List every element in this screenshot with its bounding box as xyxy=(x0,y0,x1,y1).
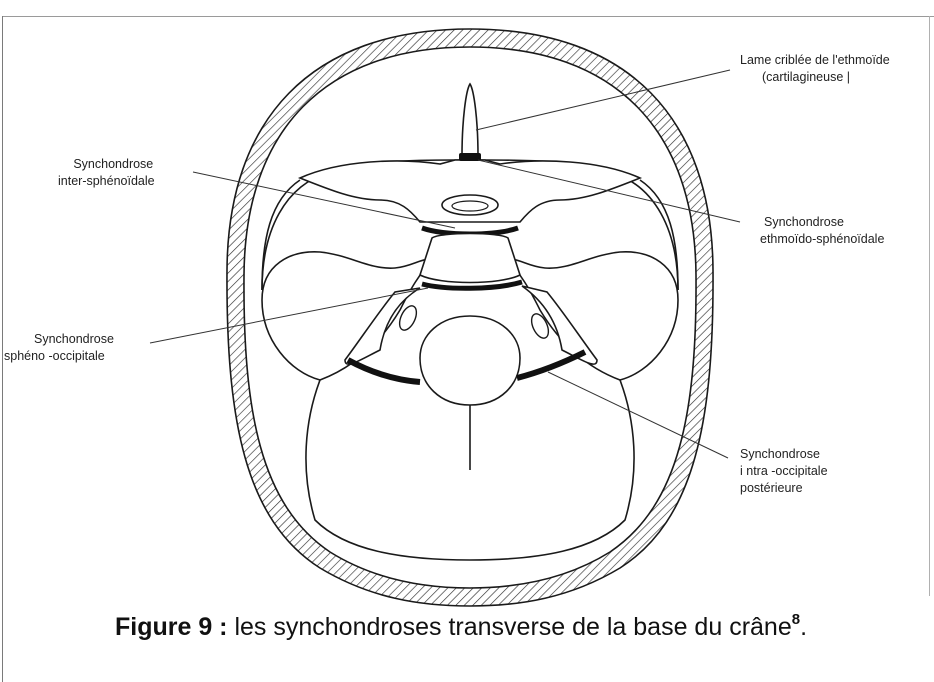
caption-text: les synchondroses transverse de la base … xyxy=(228,613,792,641)
label-inter-line2: inter-sphénoïdale xyxy=(58,173,155,190)
label-intra-line3: postérieure xyxy=(740,480,828,497)
label-inter-line1: Synchondrose xyxy=(58,156,155,173)
intra-occipital-synchondrosis-left xyxy=(348,360,420,382)
label-inter-sphenoidale: Synchondrose inter-sphénoïdale xyxy=(58,156,155,190)
clivus xyxy=(420,234,520,283)
label-intra-line1: Synchondrose xyxy=(740,446,828,463)
label-ethmoido-sphenoidale: Synchondrose ethmoïdo-sphénoïdale xyxy=(760,214,884,248)
caption-period: . xyxy=(800,613,807,641)
label-intra-occipitale: Synchondrose i ntra -occipitale postérie… xyxy=(740,446,828,497)
label-lame-line1: Lame criblée de l'ethmoïde xyxy=(740,52,890,69)
label-intra-line2: i ntra -occipitale xyxy=(740,463,828,480)
label-lame-line2: (cartilagineuse | xyxy=(740,69,890,86)
label-ethmo-line1: Synchondrose xyxy=(760,214,884,231)
crista-galli xyxy=(462,84,478,156)
figure-caption: Figure 9 : les synchondroses transverse … xyxy=(115,611,807,642)
sella-turcica xyxy=(442,195,498,215)
ethmoido-sphenoid-synchondrosis xyxy=(459,153,481,161)
label-ethmo-line2: ethmoïdo-sphénoïdale xyxy=(760,231,884,248)
label-spheno-line1: Synchondrose xyxy=(4,331,114,348)
figure-number: Figure 9 : xyxy=(115,613,228,641)
label-lame-criblee: Lame criblée de l'ethmoïde (cartilagineu… xyxy=(740,52,890,86)
label-spheno-occipitale: Synchondrose sphéno -occipitale xyxy=(4,331,114,365)
caption-reference: 8 xyxy=(792,611,800,628)
foramen-magnum xyxy=(420,316,520,405)
intra-occipital-synchondrosis-right xyxy=(517,352,585,378)
label-spheno-line2: sphéno -occipitale xyxy=(4,348,114,365)
